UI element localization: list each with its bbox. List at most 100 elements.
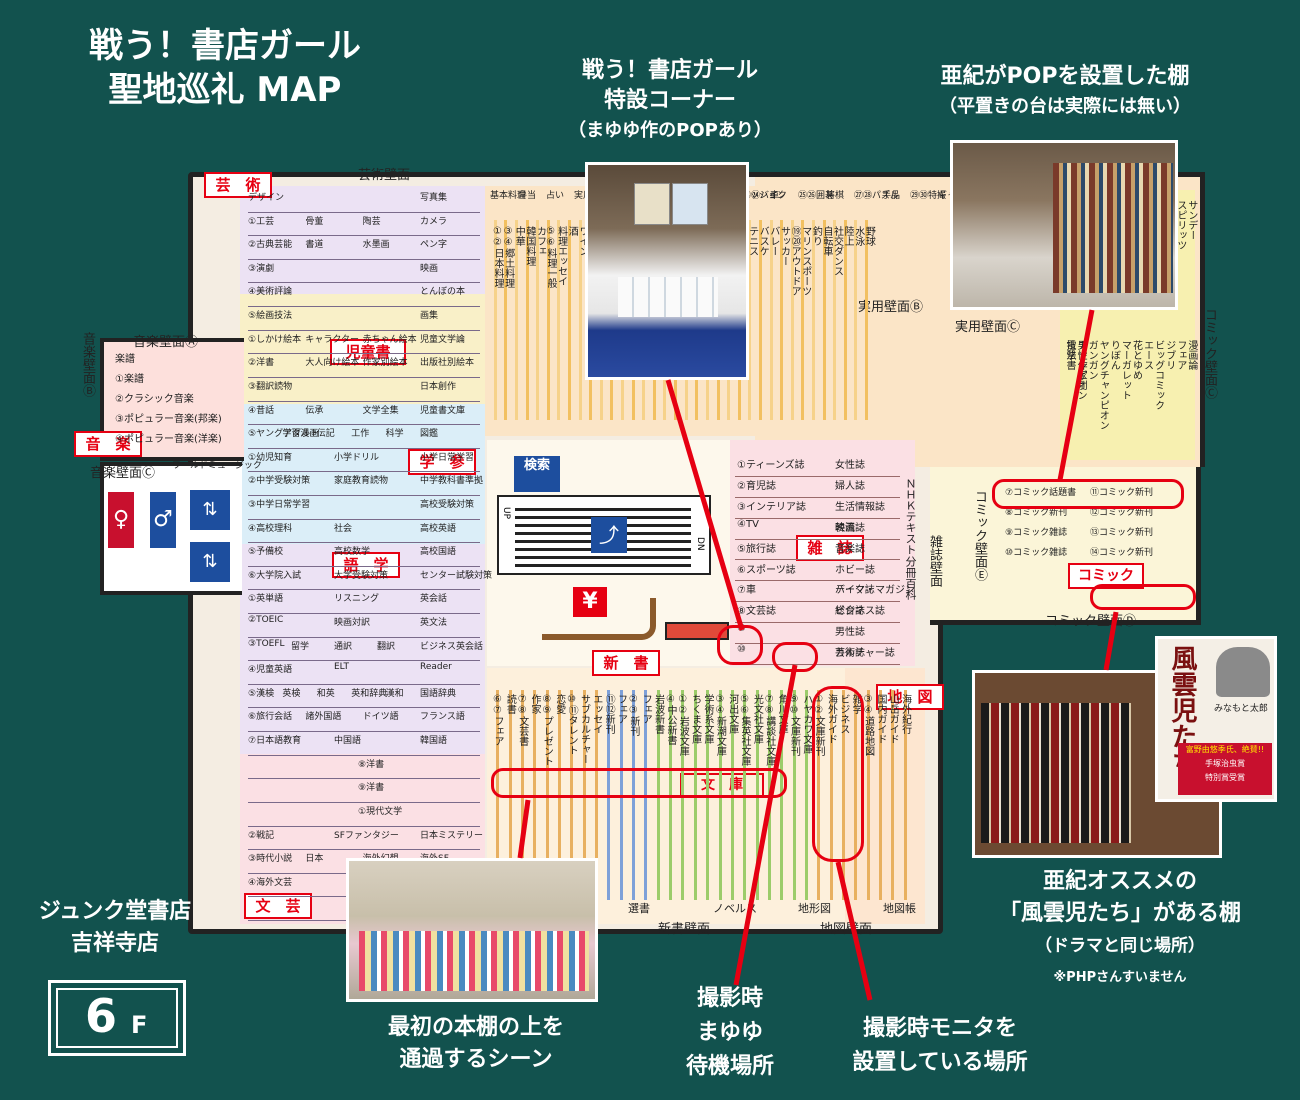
shelf-label: ①しかけ絵本 — [248, 334, 302, 345]
bunko-shelf-bar — [866, 690, 870, 900]
floor-badge: 6 F — [48, 980, 186, 1056]
shelf-label: ③翻訳読物 — [248, 381, 293, 392]
shelf-label: ⑦日本語教育 — [248, 736, 302, 747]
magazine-wall-label: 雑誌壁面 — [927, 535, 942, 587]
fuunji-cover: 風雲児たち みなもと太郎 富野由悠季氏、絶賛!! 手塚治虫賞 特別賞受賞 — [1155, 636, 1277, 802]
practical-shelf-bar — [769, 220, 773, 420]
shelf-label: 国語辞典 — [420, 688, 457, 699]
music-wall-a-label: 音楽壁面Ⓐ — [133, 335, 199, 350]
bunko-bottom-label: ノベルス — [713, 902, 757, 915]
badge-line1: 富野由悠季氏、絶賛!! — [1185, 745, 1265, 754]
bunko-shelf-label: 作家 — [529, 694, 541, 714]
bunko-shelf-bar — [891, 690, 895, 900]
comic-column-label: サンデー — [1185, 200, 1197, 240]
first-shelf-photo — [346, 858, 598, 1002]
magazine-label: 音楽誌 — [835, 543, 865, 555]
comic-column-label: 花とゆめ — [1130, 340, 1142, 380]
shelf-label: 高校英語 — [420, 523, 457, 534]
practical-shelf-label: ワイン — [576, 226, 588, 256]
highlight-bunko-fair — [491, 768, 787, 798]
magazine-label: 女性誌 — [835, 460, 865, 471]
practical-shelf-label: マリンスポーツ — [799, 226, 811, 296]
shelf-label: ④美術評論 — [248, 287, 293, 298]
highlight-comic-topics — [992, 479, 1184, 509]
bunko-shelf-label: 学術系文庫 — [702, 694, 713, 744]
first-shelf-line2: 通過するシーン — [399, 1047, 553, 1072]
bunko-shelf-label: 海外紀行 — [899, 694, 911, 734]
practical-shelf-bar — [567, 220, 571, 420]
world-music-label: ワールドミュージック — [172, 461, 262, 471]
practical-shelf-label: 釣り — [810, 226, 822, 246]
map-title: 戦う！書店ガール 聖地巡礼 MAP — [55, 24, 395, 112]
shelf-label: SFファンタジー — [334, 830, 399, 841]
mayuyu-line3: 待機場所 — [685, 1054, 774, 1079]
store-name-line2: 吉祥寺店 — [70, 931, 159, 956]
practical-wall-b-label: 実用壁面Ⓑ — [858, 300, 924, 315]
shelf-label: 韓国語 — [420, 736, 448, 747]
practical-shelf-label: 中華 — [513, 226, 525, 246]
magazine-row: ⑦車バイク誌テーマ・マガジン — [735, 580, 915, 603]
practical-top-label: 男性ファッション — [714, 191, 787, 201]
shelf-label: ELT — [334, 662, 349, 673]
comic-column-label: 技法書 — [1064, 340, 1075, 370]
left-shelf-row: ⑦日本語教育中国語韓国語 — [248, 731, 480, 756]
magazine-label: ⑦車 — [737, 585, 756, 597]
bunko-shelf-label: 光文社文庫 — [751, 694, 763, 744]
left-shelf-row: ⑤予備校高校数学高校国語 — [248, 542, 480, 567]
shelf-label: 留学 — [291, 641, 310, 652]
practical-shelf-bar — [504, 220, 508, 420]
bunko-shelf-bar — [829, 690, 833, 900]
bunko-shelf-label: ハヤカワ文庫 — [800, 694, 812, 754]
bunko-shelf-bar — [854, 690, 858, 900]
bunko-shelf-label: フェア — [615, 694, 627, 724]
dn-label: DN — [695, 537, 705, 551]
practical-shelf-label: カフェ — [534, 226, 546, 256]
shelf-label: キャラクター — [305, 334, 359, 345]
left-shelf-row: ④美術評論とんぼの本 — [248, 282, 480, 308]
practical-shelf-label: バスケ — [757, 226, 769, 256]
shelf-label: 水墨画 — [362, 240, 390, 251]
magazine-row: ③インテリア誌生活情報誌 — [735, 497, 900, 519]
shelf-label: ①現代文学 — [358, 806, 403, 817]
shelf-label: 伝記 — [316, 429, 335, 440]
music-wall-b-label: 音楽壁面Ⓑ — [80, 332, 95, 397]
shelf-label: 英会話 — [420, 594, 448, 605]
section-music: 音 楽 — [74, 431, 142, 457]
monitor-caption: 撮影時モニタを 設置している場所 — [810, 1012, 1070, 1080]
bunko-shelf-label: 海外ガイド — [825, 694, 837, 744]
shelf-label: ⑤ヤングアダルト — [248, 429, 320, 440]
language-zone — [240, 544, 485, 754]
cashier-counter — [542, 598, 656, 640]
bunko-shelf-label: ⑥⑦フェア — [492, 694, 503, 746]
magazine-label: カルチャー誌 — [835, 648, 895, 660]
bunko-shelf-label: ①②文庫新刊 — [813, 694, 825, 756]
aki-rec-line2: 「風雲児たち」がある棚 — [998, 901, 1241, 926]
practical-shelf-label: ⑲⑳アウトドア — [789, 226, 801, 296]
comic-wall-c-label: コミック壁面Ⓒ — [1202, 308, 1217, 399]
magazine-row: ⑧文芸誌総合誌ビジネス誌 — [735, 601, 900, 624]
shelf-label: 映画 — [420, 263, 439, 274]
title-line1: 戦う！書店ガール — [89, 26, 361, 66]
practical-shelf-bar — [557, 220, 561, 420]
music-shelf-label: ②クラシック音楽 — [115, 394, 194, 405]
practical-shelf-label: バレー — [767, 226, 779, 256]
shelf-label: 写真集 — [420, 193, 448, 203]
shelf-label: フランス語 — [420, 712, 465, 723]
shelf-label: ⑥大学院入試 — [248, 570, 302, 581]
floor-badge-inner — [56, 988, 178, 1048]
music-shelf-label: 楽譜 — [115, 354, 135, 365]
practical-top-label: ㉙㉚特撮 — [910, 191, 947, 201]
aisle-shelves — [359, 931, 589, 991]
aki-recommend-caption: 亜紀オススメの 「風雲児たち」がある棚 （ドラマと同じ場所） ※PHPさんすいま… — [960, 866, 1280, 994]
men-restroom-icon: ♂ — [150, 492, 176, 548]
practical-shelf-bar — [758, 220, 762, 420]
left-shelf-row: ④昔話伝承文学全集児童書文庫 — [248, 401, 480, 426]
shelf-label: 学習漫画 — [282, 429, 319, 440]
magazine-label: 男性誌 — [835, 627, 865, 639]
shelf-books — [1053, 163, 1173, 293]
magazine-label: 婦人誌 — [835, 480, 865, 492]
practical-shelf-bar — [780, 220, 784, 420]
comic-row-label: ⑪コミック新刊 — [1090, 488, 1154, 498]
practical-shelf-bar — [546, 220, 550, 420]
